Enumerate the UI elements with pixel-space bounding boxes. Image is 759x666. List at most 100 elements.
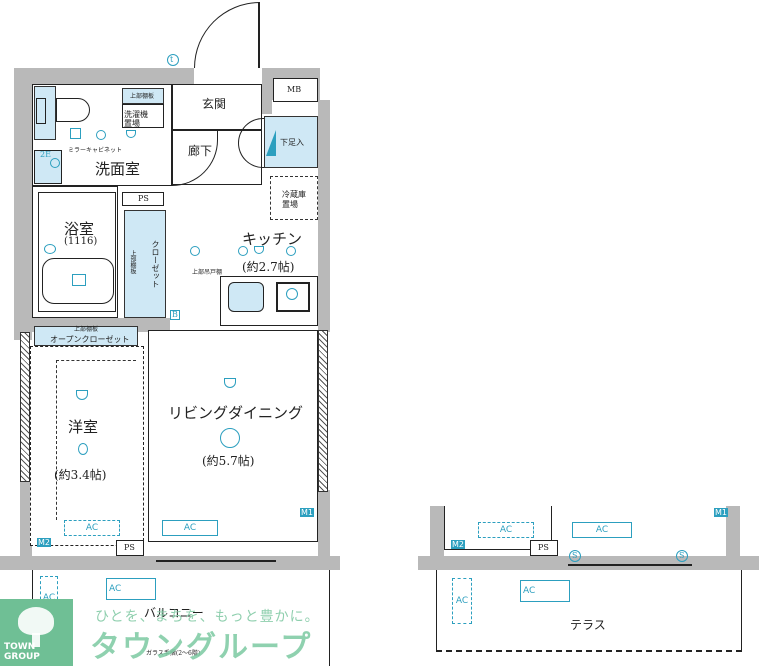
variant-wall-right xyxy=(726,506,740,570)
wall-top xyxy=(14,68,194,84)
meter-box-label: MB xyxy=(287,85,302,94)
tree-trunk-icon xyxy=(32,633,40,647)
kitchen-size-label: (約2.7帖) xyxy=(242,260,295,274)
shoe-cabinet-mirror xyxy=(266,130,276,156)
variant-pipe-space-label: PS xyxy=(538,543,549,552)
outlet-2e-washroom: 2E xyxy=(40,150,51,159)
wall-right-lower xyxy=(318,490,330,570)
variant-sensor-right-label: S xyxy=(679,551,685,560)
washroom-light-icon xyxy=(96,130,106,140)
washer-upper-shelf-label: 上部棚板 xyxy=(130,93,155,100)
kitchen-sink-icon xyxy=(228,282,264,312)
hatched-wall-right xyxy=(318,330,328,492)
western-room-inner xyxy=(56,360,136,520)
variant-meter-m2: M2 xyxy=(451,540,465,549)
variant-ac-western-room: AC xyxy=(478,522,534,538)
toilet-tank xyxy=(36,98,46,124)
breaker-box xyxy=(170,310,180,320)
fridge-space-label: 冷蔵庫置場 xyxy=(282,190,306,209)
open-closet-label: オープンクローゼット xyxy=(50,335,130,344)
balcony-note: ガラス手摺(2〜6階) xyxy=(146,650,201,657)
stove-icon xyxy=(276,282,310,312)
variant-sensor-left-icon xyxy=(569,550,581,562)
variant-ac-living: AC xyxy=(572,522,632,538)
kitchen-label: キッチン xyxy=(242,230,303,248)
closet-shelf-label: 上部棚板 xyxy=(129,250,136,274)
variant-sensor-right-icon xyxy=(676,550,688,562)
kitchen-light4-icon xyxy=(286,246,296,256)
bath-drain-icon xyxy=(72,274,86,286)
variant-ac-outdoor-unit: AC xyxy=(520,580,570,602)
western-room-label: 洋室 xyxy=(68,418,99,436)
living-light-icon xyxy=(224,378,236,388)
shoe-cabinet-label: 下足入 xyxy=(280,138,304,147)
entrance-label: 玄関 xyxy=(202,97,227,111)
town-group-logo: TOWN GROUP xyxy=(0,599,73,666)
sink-basin-icon xyxy=(50,158,60,168)
variant-wall-left xyxy=(430,506,444,570)
logo-text: TOWN GROUP xyxy=(4,642,40,662)
pipe-space-lower-label: PS xyxy=(124,543,135,552)
terrace-label: テラス xyxy=(570,618,606,632)
bathroom-label: 浴室 xyxy=(64,220,95,238)
closet-label: クローゼット xyxy=(151,240,160,288)
open-closet xyxy=(34,326,138,346)
western-room-light-icon xyxy=(76,390,88,400)
hatched-wall-left xyxy=(20,332,30,482)
terrace-area xyxy=(436,570,742,652)
variant-sensor-left-label: S xyxy=(572,551,578,560)
wall-right-upper xyxy=(262,68,272,114)
sliding-window[interactable] xyxy=(156,560,276,562)
bath-faucet-icon xyxy=(44,244,56,254)
living-dining-label: リビングダイニング xyxy=(168,404,304,422)
toilet-icon xyxy=(56,98,90,122)
ac-living: AC xyxy=(162,520,218,536)
ac-western-room: AC xyxy=(64,520,120,536)
tree-icon xyxy=(18,607,54,635)
pipe-space-upper xyxy=(122,192,164,206)
bathtub-icon xyxy=(42,258,114,304)
meter-m1: M1 xyxy=(300,508,314,517)
washer-space xyxy=(122,104,164,128)
fridge-space xyxy=(270,176,318,220)
variant-sliding-window[interactable] xyxy=(568,564,692,566)
brand-name: タウングループ xyxy=(90,630,313,665)
variant-ac-outdoor-dashed: AC xyxy=(452,578,472,624)
variant-wall-bottom xyxy=(418,556,759,570)
washroom-light2-icon xyxy=(126,130,136,138)
ac-outdoor-unit: AC xyxy=(106,578,156,600)
wall-left-lower xyxy=(20,480,32,570)
wall-left-upper xyxy=(14,68,32,340)
wall-right xyxy=(318,100,330,332)
closet xyxy=(124,210,166,318)
bathroom-size-label: (1116) xyxy=(64,236,98,247)
meter-box xyxy=(273,78,318,102)
washroom-label: 洗面室 xyxy=(95,160,141,178)
wall-bottom xyxy=(0,556,340,570)
open-closet-shelf-label: 上部棚板 xyxy=(74,326,99,333)
variant-meter-m1: M1 xyxy=(714,508,728,517)
western-room-size-label: (約3.4帖) xyxy=(54,468,107,482)
meter-m2: M2 xyxy=(37,538,51,547)
entry-door-leaf xyxy=(258,2,260,68)
mirror-cabinet-label: ミラーキャビネット xyxy=(68,147,123,154)
kitchen-light1-icon xyxy=(190,246,200,256)
stove-burner-icon xyxy=(286,288,298,300)
breaker-label: B xyxy=(172,310,178,319)
brand-slogan: ひとを、まちを、もっと豊かに。 xyxy=(95,609,320,625)
balcony-label: バルコニー xyxy=(144,606,204,620)
phone-jack-label: t xyxy=(170,55,174,64)
phone-jack-icon xyxy=(167,54,179,66)
mirror-cabinet-icon xyxy=(70,128,81,139)
pipe-space-upper-label: PS xyxy=(138,194,149,203)
pipe-space-lower xyxy=(116,540,144,556)
upper-cabinet-label: 上部吊戸棚 xyxy=(192,269,223,276)
western-room-ceiling-light-icon xyxy=(78,443,88,455)
kitchen-light2-icon xyxy=(238,246,248,256)
entry-door-swing[interactable] xyxy=(194,2,260,68)
washer-upper-shelf xyxy=(122,88,164,104)
living-ceiling-light-icon xyxy=(220,428,240,448)
variant-pipe-space xyxy=(530,540,558,556)
kitchen-light3-icon xyxy=(254,246,264,254)
washer-space-label: 洗濯機置場 xyxy=(124,110,148,128)
